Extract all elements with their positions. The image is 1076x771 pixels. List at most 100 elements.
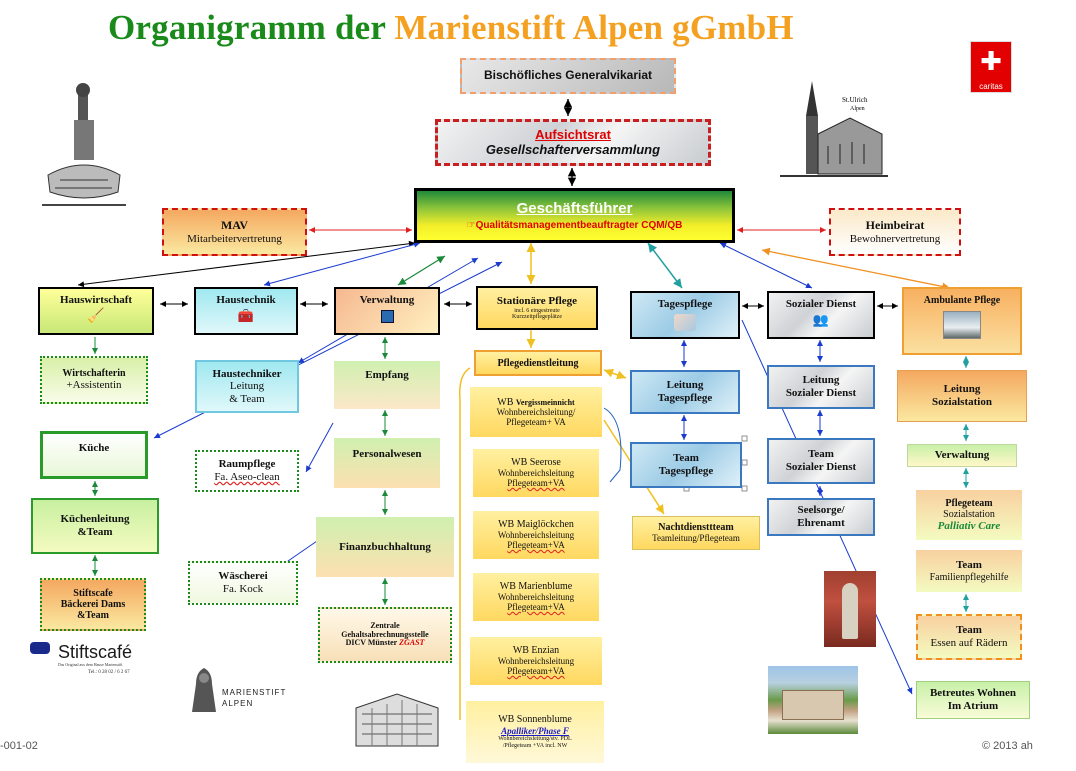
title-part-green: Organigramm der: [108, 8, 386, 47]
wb3-team: Pflegeteam+VA: [507, 539, 565, 550]
wirtschafterin-label: Wirtschafterin: [62, 368, 126, 380]
stiftscafe-team-label: &Team: [77, 610, 109, 621]
raumpflege-label: Raumpflege: [218, 458, 276, 471]
wb3-leitung: Wohnbereichsleitung: [497, 529, 575, 540]
stiftscafe-logo-text: Stiftscafé: [58, 642, 133, 662]
zgast-label2: Gehaltsabrechnungsstelle: [341, 629, 429, 639]
box-leitung-sozialstation: Leitung Sozialstation: [897, 370, 1027, 422]
marienstift-logo-1: MARIENSTIFT: [222, 688, 287, 697]
stationaere-sub1: incl. 6 eingestreute: [514, 307, 560, 314]
wb6-team: /Pflegeteam +VA incl. NW: [502, 742, 568, 749]
box-waescherei: Wäscherei Fa. Kock: [188, 561, 298, 605]
heimbeirat-label: Heimbeirat: [865, 217, 925, 232]
sozialer-dienst-label: Sozialer Dienst: [785, 298, 857, 310]
tagespflege-label: Tagespflege: [657, 298, 713, 310]
box-generalvikariat: Bischöfliches Generalvikariat: [460, 58, 676, 94]
box-pflegedienstleitung: Pflegedienstleitung: [474, 350, 602, 376]
box-wirtschafterin: Wirtschafterin +Assistentin: [40, 356, 148, 404]
stationaere-pflege-label: Stationäre Pflege: [496, 295, 578, 308]
ambulant-verwaltung-label: Verwaltung: [934, 449, 990, 462]
zgast-label3: DICV Münster: [345, 638, 398, 648]
box-mav: MAV Mitarbeitervertretung: [162, 208, 307, 256]
box-empfang: Empfang: [334, 361, 440, 409]
heimbeirat-sub-label: Bewohnervertretung: [849, 232, 941, 245]
marienstift-logo-2: ALPEN: [222, 699, 254, 708]
familien-2: Familienpflegehilfe: [929, 571, 1009, 583]
pdl-label: Pflegedienstleitung: [497, 357, 579, 369]
box-wb-sonnenblume: WB Sonnenblume Apalliker/Phase F Wohnber…: [466, 701, 604, 763]
leitung-sozial-2: Sozialer Dienst: [785, 387, 857, 399]
wb1-team: Pflegeteam+ VA: [506, 416, 566, 427]
computer-icon: [380, 309, 394, 323]
betreutes-2: Im Atrium: [947, 700, 999, 712]
wb2-team: Pflegeteam+VA: [507, 477, 565, 488]
wb1-leitung: Wohnbereichsleitung/: [496, 406, 576, 417]
stiftscafe-label: Stiftscafe: [73, 588, 113, 599]
box-finanzbuchhaltung: Finanzbuchhaltung: [316, 517, 454, 577]
box-team-sozialer-dienst: Team Sozialer Dienst: [767, 438, 875, 484]
box-ambulante-pflege: Ambulante Pflege: [902, 287, 1022, 355]
box-betreutes-wohnen: Betreutes Wohnen Im Atrium: [916, 681, 1030, 719]
pflegeteam-1: Pflegeteam: [945, 497, 993, 509]
box-sozialer-dienst: Sozialer Dienst 👥: [767, 291, 875, 339]
box-haustechniker: Haustechniker Leitung & Team: [195, 360, 299, 413]
building-sketch-image: [352, 688, 442, 752]
wb1-name: Vergissmeinnicht: [515, 397, 575, 407]
caritas-logo-text: caritas: [971, 82, 1011, 92]
box-team-tagespflege: Team Tagespflege: [630, 442, 742, 488]
waescherei-firma: Fa. Kock: [222, 583, 264, 595]
box-raumpflege: Raumpflege Fa. Aseo-clean: [195, 450, 299, 492]
wb6-apalliker: Apalliker/Phase F: [501, 725, 569, 736]
wb6-name: WB Sonnenblume: [498, 714, 572, 726]
box-stiftscafe: Stiftscafe Bäckerei Dams &Team: [40, 578, 146, 631]
wb2-name: WB Seerose: [511, 457, 561, 469]
atrium-photo: [768, 666, 858, 734]
mav-sub-label: Mitarbeitervertretung: [187, 232, 282, 245]
leitung-sozial-1: Leitung: [802, 374, 840, 387]
statue-shape: [842, 583, 858, 639]
essen-2: Essen auf Rädern: [930, 637, 1008, 649]
nacht-sub: Teamleitung/Pflegeteam: [652, 532, 740, 543]
stiftscafe-logo-tel: Tel.: 0 28 02 / 6 2 67: [88, 670, 130, 675]
zgast-label1: Zentrale: [370, 620, 400, 630]
box-geschaeftsfuehrer: Geschäftsführer ☞Qualitätsmanagementbeau…: [414, 188, 735, 243]
verwaltung-label: Verwaltung: [359, 294, 415, 306]
box-haustechnik: Haustechnik 🧰: [194, 287, 298, 335]
wb5-leitung: Wohnbereichsleitung: [497, 655, 575, 666]
statue-photo: [824, 571, 876, 647]
box-familienpflegehilfe: Team Familienpflegehilfe: [916, 550, 1022, 592]
box-wb-vergissmeinnicht: WB Vergissmeinnicht Wohnbereichsleitung/…: [470, 387, 602, 437]
baeckerei-label: Bäckerei Dams: [60, 599, 126, 610]
photo-icon: [674, 313, 696, 331]
haustechnik-label: Haustechnik: [216, 294, 276, 306]
ambulante-pflege-label: Ambulante Pflege: [923, 295, 1001, 306]
box-pflegeteam-sozialstation: Pflegeteam Sozialstation Palliativ Care: [916, 490, 1022, 540]
atrium-building-shape: [782, 690, 844, 720]
wb5-name: WB Enzian: [512, 645, 560, 657]
betreutes-1: Betreutes Wohnen: [929, 687, 1017, 700]
finanzbuchhaltung-label: Finanzbuchhaltung: [339, 540, 431, 553]
stiftscafe-logo-sub: Das Original aus dem Hause Marienstift: [58, 662, 123, 667]
team-tagespflege-1: Team: [673, 452, 699, 465]
stationaere-sub2: Kurzzeitpflegeplätze: [512, 314, 562, 321]
seelsorge-1: Seelsorge/: [797, 504, 845, 517]
team-sozial-2: Sozialer Dienst: [785, 461, 857, 473]
caritas-flame-icon: ✚: [971, 42, 1011, 82]
box-ambulant-verwaltung: Verwaltung: [907, 444, 1017, 467]
aufsichtsrat-label: Aufsichtsrat: [535, 126, 611, 142]
qm-label: ☞Qualitätsmanagementbeauftragter CQM/QB: [466, 219, 683, 231]
personalwesen-label: Personalwesen: [352, 448, 422, 460]
cup-icon: [30, 642, 50, 654]
stiftscafe-logo: Stiftscafé Das Original aus dem Hause Ma…: [30, 640, 152, 680]
wb3-name: WB Maiglöckchen: [498, 519, 574, 531]
essen-1: Team: [956, 624, 982, 637]
haustechniker-leitung: Leitung: [229, 380, 265, 393]
wb1-prefix: WB: [497, 396, 514, 408]
tools-icon: 🧰: [237, 307, 255, 323]
kueche-label: Küche: [78, 442, 110, 454]
box-kueche: Küche: [40, 431, 148, 479]
empfang-label: Empfang: [365, 369, 409, 381]
box-seelsorge: Seelsorge/ Ehrenamt: [767, 498, 875, 536]
leitung-sozialstation-2: Sozialstation: [932, 396, 992, 408]
footer-right: © 2013 ah: [982, 740, 1033, 752]
